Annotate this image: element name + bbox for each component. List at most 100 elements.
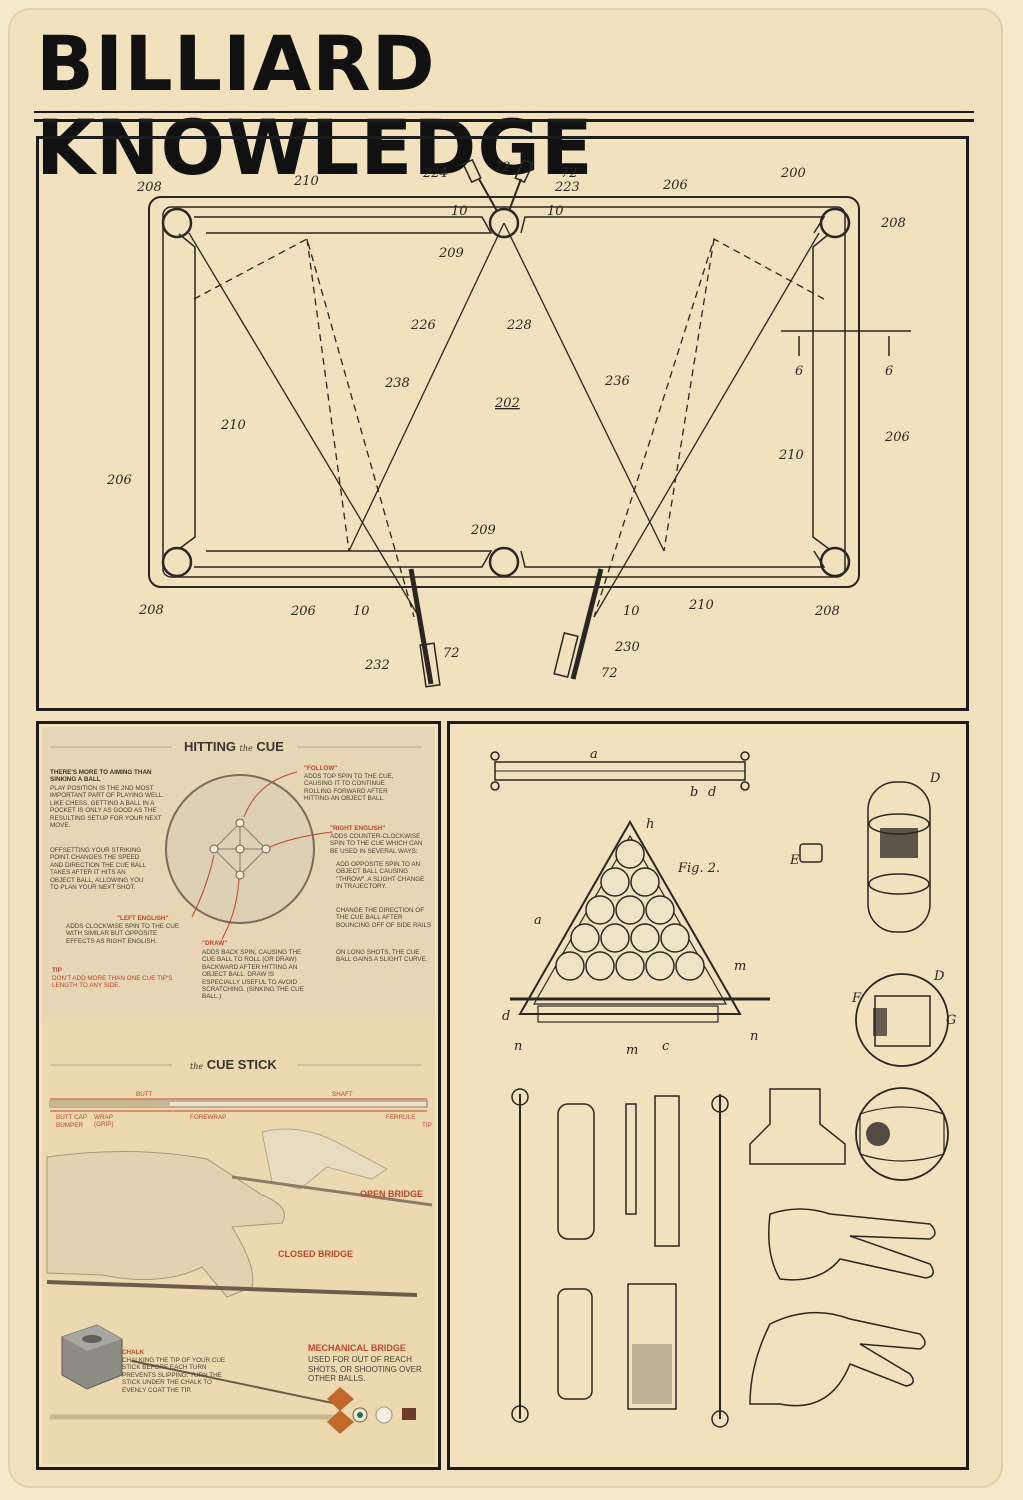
label-b-rail: b [690, 785, 698, 800]
label-h-rack: h [646, 817, 654, 832]
label-210-top: 210 [293, 174, 319, 189]
label-6-a: 6 [795, 364, 803, 379]
label-F: F [851, 991, 862, 1006]
label-n-rack-right: n [750, 1029, 758, 1044]
follow-text: ADDS TOP SPIN TO THE CUE, CAUSING IT TO … [304, 773, 394, 803]
follow-title: "FOLLOW" [304, 765, 338, 772]
rack-ball [585, 895, 615, 925]
label-209-bottom: 209 [470, 523, 496, 538]
label-208-tr: 208 [880, 216, 906, 231]
label-butt: BUTT [136, 1091, 153, 1098]
draw-title: "DRAW" [202, 940, 228, 947]
label-232: 232 [364, 658, 390, 673]
label-m-rack-bottom: m [626, 1043, 638, 1058]
label-200: 200 [780, 166, 806, 181]
rack-ball [645, 951, 675, 981]
open-bridge-label: OPEN BRIDGE [360, 1189, 424, 1199]
cue-guide-drawings [46, 746, 433, 1434]
label-wrap: WRAP (GRIP) [94, 1114, 114, 1129]
mechanical-bridge-text: USED FOR OUT OF REACH SHOTS, OR SHOOTING… [308, 1355, 422, 1383]
cue-stick-title: the CUE STICK [190, 1057, 277, 1072]
rack-ball [555, 951, 585, 981]
label-a-rail: a [590, 747, 598, 762]
label-10-d: 10 [623, 604, 640, 619]
pool-table-diagram: 208 210 224 72 72 223 10 10 206 200 208 … [106, 158, 911, 688]
tip-title: TIP [52, 967, 62, 974]
label-210-bottom: 210 [688, 598, 714, 613]
label-bumper: BUMPER [56, 1122, 83, 1129]
label-E: E [789, 853, 800, 868]
label-forewrap: FOREWRAP [190, 1114, 227, 1121]
rack-ball [660, 923, 690, 953]
label-208-tl: 208 [136, 180, 162, 195]
intro-heading: THERE'S MORE TO AIMING THAN SINKING A BA… [50, 769, 152, 784]
rack-ball [615, 839, 645, 869]
label-208-bl: 208 [138, 603, 164, 618]
label-202: 202 [494, 396, 520, 411]
label-n-rack-left: n [514, 1039, 522, 1054]
label-d-rack: d [502, 1009, 510, 1024]
label-ferrule: FERRULE [386, 1114, 416, 1121]
hitting-the-cue-title: HITTING the CUE [184, 739, 284, 754]
label-206-left: 206 [106, 473, 132, 488]
label-72-a: 72 [494, 160, 511, 175]
equipment-panel: a b d h Fig. 2. a m d n m c n D E F D G [447, 721, 969, 1470]
rack-ball [570, 923, 600, 953]
label-238: 238 [384, 376, 410, 391]
label-208-br: 208 [814, 604, 840, 619]
label-72-d: 72 [601, 666, 618, 681]
label-D-a: D [929, 771, 941, 786]
label-72-c: 72 [443, 646, 460, 661]
right-english-item-1: ADD OPPOSITE SPIN TO AN OBJECT BALL CAUS… [336, 861, 425, 891]
label-a-rack: a [534, 913, 542, 928]
label-210-left: 210 [220, 418, 246, 433]
title-rule-top [34, 111, 974, 113]
label-223: 223 [554, 180, 580, 195]
left-english-text: ADDS CLOCKWISE SPIN TO THE CUE WITH SIMI… [66, 923, 180, 945]
rack-ball [600, 867, 630, 897]
label-72-b: 72 [561, 166, 578, 181]
label-206-right: 206 [884, 430, 910, 445]
right-english-item-2: CHANGE THE DIRECTION OF THE CUE BALL AFT… [336, 907, 432, 929]
pool-table-panel: 208 210 224 72 72 223 10 10 206 200 208 … [36, 136, 969, 711]
label-6-b: 6 [885, 364, 893, 379]
cue-guide-inset: HITTING the CUE [42, 727, 435, 1464]
offset-text: OFFSETTING YOUR STRIKING POINT CHANGES T… [50, 847, 146, 892]
label-209-top: 209 [438, 246, 464, 261]
label-tip: TIP [422, 1122, 432, 1129]
rack-ball [645, 895, 675, 925]
label-10-a: 10 [451, 204, 468, 219]
label-226: 226 [410, 318, 436, 333]
label-butt-cap: BUTT CAP [56, 1114, 88, 1121]
right-english-title: "RIGHT ENGLISH" [330, 825, 386, 832]
label-c-rack: c [662, 1039, 670, 1054]
label-210-right: 210 [778, 448, 804, 463]
rack-ball [615, 951, 645, 981]
rack-ball [615, 895, 645, 925]
label-d-rail: d [708, 785, 716, 800]
label-shaft: SHAFT [332, 1091, 353, 1098]
draw-text: ADDS BACK SPIN, CAUSING THE CUE BALL TO … [202, 949, 304, 1001]
label-G: G [946, 1013, 956, 1028]
label-m-rack: m [734, 959, 746, 974]
rack-ball [675, 951, 705, 981]
label-fig: Fig. 2. [677, 861, 720, 876]
rack-ball [600, 923, 630, 953]
chalk-text: CHALKING THE TIP OF YOUR CUE STICK BEFOR… [122, 1357, 226, 1394]
tip-text: DON'T ADD MORE THAN ONE CUE TIP'S LENGTH… [52, 975, 173, 990]
right-english-item-3: ON LONG SHOTS, THE CUE BALL GAINS A SLIG… [336, 949, 428, 964]
chalk-title: CHALK [122, 1349, 145, 1356]
right-english-text: ADDS COUNTER-CLOCKWISE SPIN TO THE CUE W… [330, 833, 423, 855]
label-10-b: 10 [547, 204, 564, 219]
title-rule-bottom [34, 119, 974, 122]
closed-bridge-label: CLOSED BRIDGE [278, 1249, 354, 1259]
label-206-top: 206 [662, 178, 688, 193]
label-228: 228 [506, 318, 532, 333]
label-10-c: 10 [353, 604, 370, 619]
cue-guide-panel [36, 721, 441, 1470]
rack-ball [585, 951, 615, 981]
intro-body: PLAY POSITION IS THE 2ND MOST IMPORTANT … [50, 785, 164, 830]
label-224: 224 [422, 166, 448, 181]
rack-ball [630, 923, 660, 953]
left-english-title: "LEFT ENGLISH" [117, 915, 169, 922]
